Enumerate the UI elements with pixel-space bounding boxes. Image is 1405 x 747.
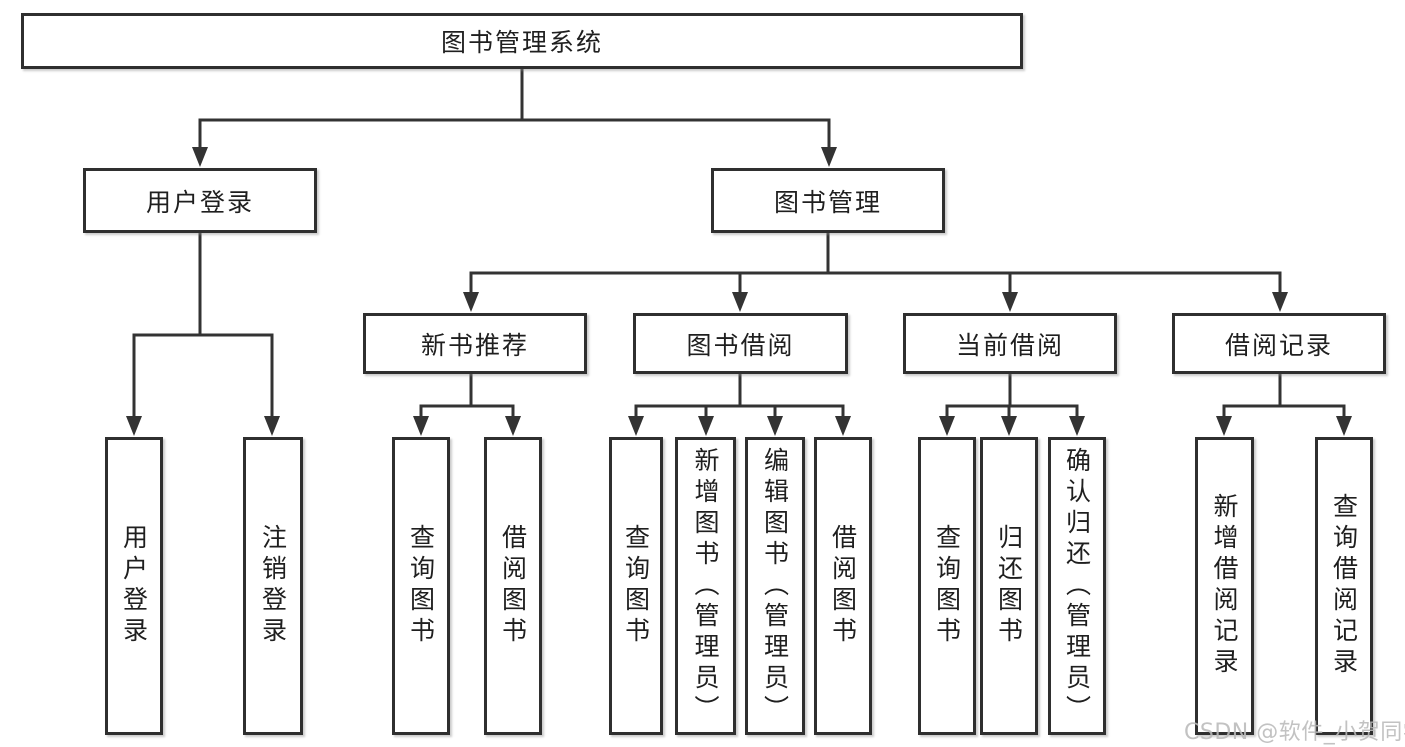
node-label: 查询图书	[621, 524, 651, 648]
leaf-borrow-books-recommend: 借阅图书	[484, 437, 542, 735]
node-label: 图书管理	[773, 187, 882, 217]
leaf-return-book: 归还图书	[980, 437, 1038, 735]
leaf-borrow-books: 借阅图书	[814, 437, 872, 735]
node-book-management: 图书管理	[711, 168, 945, 233]
node-borrowing-records: 借阅记录	[1172, 313, 1386, 374]
node-label: 图书借阅	[686, 330, 795, 360]
connectors-user-login	[126, 231, 280, 436]
node-label: 借阅图书	[828, 524, 858, 648]
leaf-logout: 注销登录	[243, 437, 303, 735]
node-label: 借阅图书	[498, 524, 528, 648]
connectors-borrowing-records	[1216, 372, 1352, 436]
node-label: 确认归还（管理员）	[1062, 446, 1092, 726]
node-current-borrowing: 当前借阅	[903, 313, 1117, 374]
leaf-query-borrow-record: 查询借阅记录	[1315, 437, 1373, 735]
leaf-add-book-admin: 新增图书（管理员）	[675, 437, 736, 735]
connectors-book-management	[463, 231, 1288, 312]
node-label: 查询图书	[406, 524, 436, 648]
leaf-add-borrow-record: 新增借阅记录	[1195, 437, 1254, 735]
node-label: 注销登录	[258, 524, 288, 648]
watermark: CSDN @软件_小贺同学	[1184, 720, 1405, 745]
connectors-book-borrowing	[628, 372, 851, 436]
node-book-borrowing: 图书借阅	[633, 313, 848, 374]
node-user-login: 用户登录	[83, 168, 317, 233]
node-label: 用户登录	[119, 524, 149, 648]
leaf-confirm-return-admin: 确认归还（管理员）	[1048, 437, 1106, 735]
connectors-new-book-recommendation	[413, 372, 521, 436]
leaf-query-books-borrowing: 查询图书	[609, 437, 663, 735]
node-label: 编辑图书（管理员）	[760, 446, 790, 726]
leaf-query-books-recommend: 查询图书	[392, 437, 450, 735]
node-new-book-recommendation: 新书推荐	[363, 313, 587, 374]
connectors-current-borrowing	[939, 372, 1085, 436]
node-label: 图书管理系统	[440, 28, 603, 57]
leaf-edit-book-admin: 编辑图书（管理员）	[745, 437, 805, 735]
node-label: 用户登录	[145, 187, 254, 217]
node-label: 新增图书（管理员）	[691, 446, 720, 726]
connectors-root	[192, 67, 837, 167]
node-label: 查询图书	[932, 524, 962, 648]
node-label: 查询借阅记录	[1329, 493, 1359, 679]
node-label: 当前借阅	[955, 330, 1064, 360]
leaf-user-login: 用户登录	[105, 437, 163, 735]
leaf-query-books-current: 查询图书	[918, 437, 976, 735]
node-label: 新书推荐	[420, 330, 529, 360]
node-label: 新增借阅记录	[1210, 493, 1239, 679]
node-label: 借阅记录	[1224, 330, 1333, 360]
node-label: 归还图书	[994, 524, 1024, 648]
node-library-management-system: 图书管理系统	[21, 13, 1023, 69]
